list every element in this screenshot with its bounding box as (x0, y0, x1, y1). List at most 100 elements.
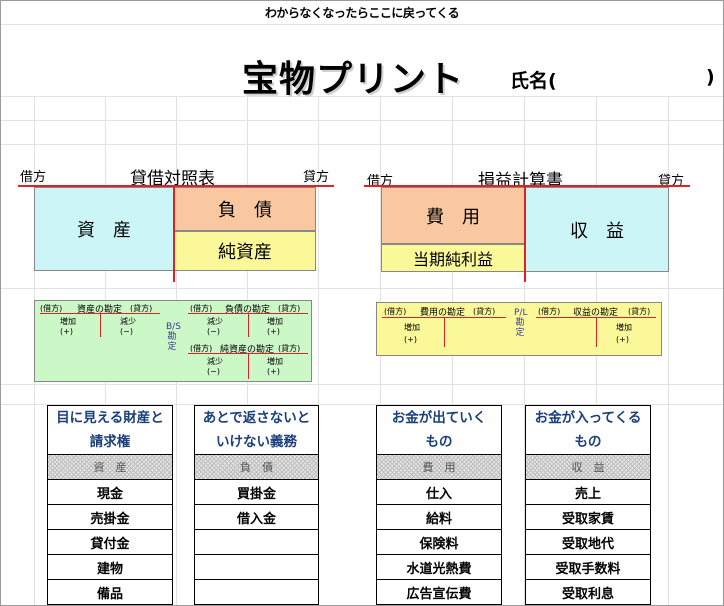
bs-top-rule (18, 185, 334, 187)
bs-side-char-1: B/S (166, 322, 181, 332)
liability-debit: (借方) (190, 304, 213, 313)
top-link[interactable]: わからなくなったらここに戻ってくる (264, 6, 460, 20)
list-item (195, 580, 318, 604)
pl-revenue-box: 収 益 (525, 187, 669, 272)
list-item: 給料 (377, 505, 501, 530)
pl-top-rule (364, 185, 690, 187)
list-item: 受取家賃 (526, 505, 650, 530)
list-item: 貸付金 (48, 530, 172, 555)
column-category: 費 用 (377, 455, 501, 480)
list-item (195, 555, 318, 580)
expense-left-top: 増加 (404, 323, 420, 332)
list-item (195, 530, 318, 555)
bs-net-assets-label: 純資産 (218, 242, 272, 263)
name-label: 氏名( (510, 70, 557, 92)
pl-expenses-box: 費 用 (381, 187, 525, 244)
revenue-credit: (貸方) (628, 307, 651, 316)
list-item: 建物 (48, 555, 172, 580)
revenue-right-bottom: (+) (616, 335, 629, 344)
liability-left-bottom: (−) (207, 327, 220, 336)
net-asset-t-center (248, 353, 249, 379)
list-item: 水道光熱費 (377, 555, 501, 580)
list-item: 保険料 (377, 530, 501, 555)
column-head-line-2: いけない義務 (216, 434, 297, 450)
column-head: お金が入ってくる もの (526, 406, 650, 455)
column-head-line-2: もの (574, 434, 602, 450)
revenue-column: お金が入ってくる もの 収 益 売上 受取家賃 受取地代 受取手数料 受取利息 (525, 405, 651, 605)
pl-revenue-label: 収 益 (570, 220, 624, 242)
pl-center-rule (524, 185, 526, 282)
net-asset-debit: (借方) (190, 344, 213, 353)
bs-liabilities-label: 負 債 (218, 200, 272, 221)
net-asset-left-top: 減少 (207, 357, 223, 366)
liabilities-column: あとで返さないと いけない義務 負 債 買掛金 借入金 (194, 405, 319, 605)
bs-assets-label: 資 産 (77, 220, 131, 241)
expense-left-bottom: (+) (404, 335, 417, 344)
bs-center-rule (173, 185, 175, 282)
pl-expenses-label: 費 用 (426, 206, 480, 228)
asset-debit: (借方) (40, 304, 63, 313)
net-asset-right-bottom: (+) (267, 367, 280, 376)
bs-credit-label: 貸方 (303, 170, 330, 185)
bs-net-assets-box: 純資産 (174, 231, 316, 271)
column-head-line-1: あとで返さないと (202, 410, 311, 426)
expense-t-center (444, 317, 445, 347)
column-category: 収 益 (526, 455, 650, 480)
expense-debit: (借方) (384, 307, 407, 316)
liability-credit: (貸方) (278, 304, 301, 313)
asset-left-top: 増加 (60, 317, 76, 326)
pl-side-char-2: 勘 (515, 318, 525, 328)
revenue-right-top: 増加 (616, 323, 632, 332)
asset-left-bottom: (+) (60, 327, 73, 336)
column-category: 資 産 (48, 455, 172, 480)
bs-debit-label: 借方 (20, 170, 47, 185)
expense-credit: (貸方) (473, 307, 496, 316)
list-item: 借入金 (195, 505, 318, 530)
bs-assets-box: 資 産 (34, 187, 174, 271)
column-head-line-2: 請求権 (89, 434, 131, 450)
bs-liabilities-box: 負 債 (174, 187, 316, 231)
pl-side-label: P/L 勘 定 (514, 308, 528, 338)
assets-column: 目に見える財産と 請求権 資 産 現金 売掛金 貸付金 建物 備品 (47, 405, 173, 605)
column-head-line-1: 目に見える財産と (56, 410, 164, 426)
pl-side-char-3: 定 (515, 328, 525, 338)
asset-right-top: 減少 (120, 317, 136, 326)
list-item: 広告宣伝費 (406, 586, 472, 602)
liability-left-top: 減少 (207, 317, 223, 326)
revenue-account-title: 収益の勘定 (573, 308, 619, 318)
list-item: 売掛金 (48, 505, 172, 530)
liability-right-bottom: (+) (267, 327, 280, 336)
list-item: 受取手数料 (526, 555, 650, 580)
list-item: 受取地代 (526, 530, 650, 555)
liability-t-center (248, 313, 249, 337)
expense-account-title: 費用の勘定 (420, 308, 466, 318)
pl-net-income-box: 当期純利益 (381, 244, 525, 272)
liability-right-top: 増加 (267, 317, 283, 326)
bs-title: 貸借対照表 (130, 169, 215, 189)
list-item: 受取利息 (561, 586, 614, 602)
list-item: 仕入 (377, 480, 501, 505)
net-asset-credit: (貸方) (278, 344, 301, 353)
bs-side-char-3: 定 (167, 342, 177, 352)
column-head-line-2: もの (425, 434, 453, 450)
bs-side-label: B/S 勘 定 (166, 322, 181, 352)
column-head-line-1: お金が出ていく (391, 410, 487, 426)
column-head: お金が出ていく もの (377, 406, 501, 455)
asset-account-title: 資産の勘定 (77, 305, 123, 315)
column-head-line-1: お金が入ってくる (534, 410, 642, 426)
pl-side-char-1: P/L (514, 308, 528, 318)
revenue-debit: (借方) (538, 307, 561, 316)
liability-account-title: 負債の勘定 (225, 305, 271, 315)
bs-side-char-2: 勘 (167, 332, 177, 342)
net-asset-left-bottom: (−) (207, 367, 220, 376)
list-item: 買掛金 (195, 480, 318, 505)
column-head: あとで返さないと いけない義務 (195, 406, 318, 455)
column-category: 負 債 (195, 455, 318, 480)
asset-right-bottom: (−) (120, 327, 133, 336)
name-close-paren: ) (706, 66, 715, 88)
net-asset-account-title: 純資産の勘定 (220, 345, 275, 355)
list-item: 売上 (526, 480, 650, 505)
expenses-column: お金が出ていく もの 費 用 仕入 給料 保険料 水道光熱費 広告宣伝費 (376, 405, 502, 605)
pl-net-income-label: 当期純利益 (412, 250, 493, 269)
asset-t-center (100, 313, 101, 337)
